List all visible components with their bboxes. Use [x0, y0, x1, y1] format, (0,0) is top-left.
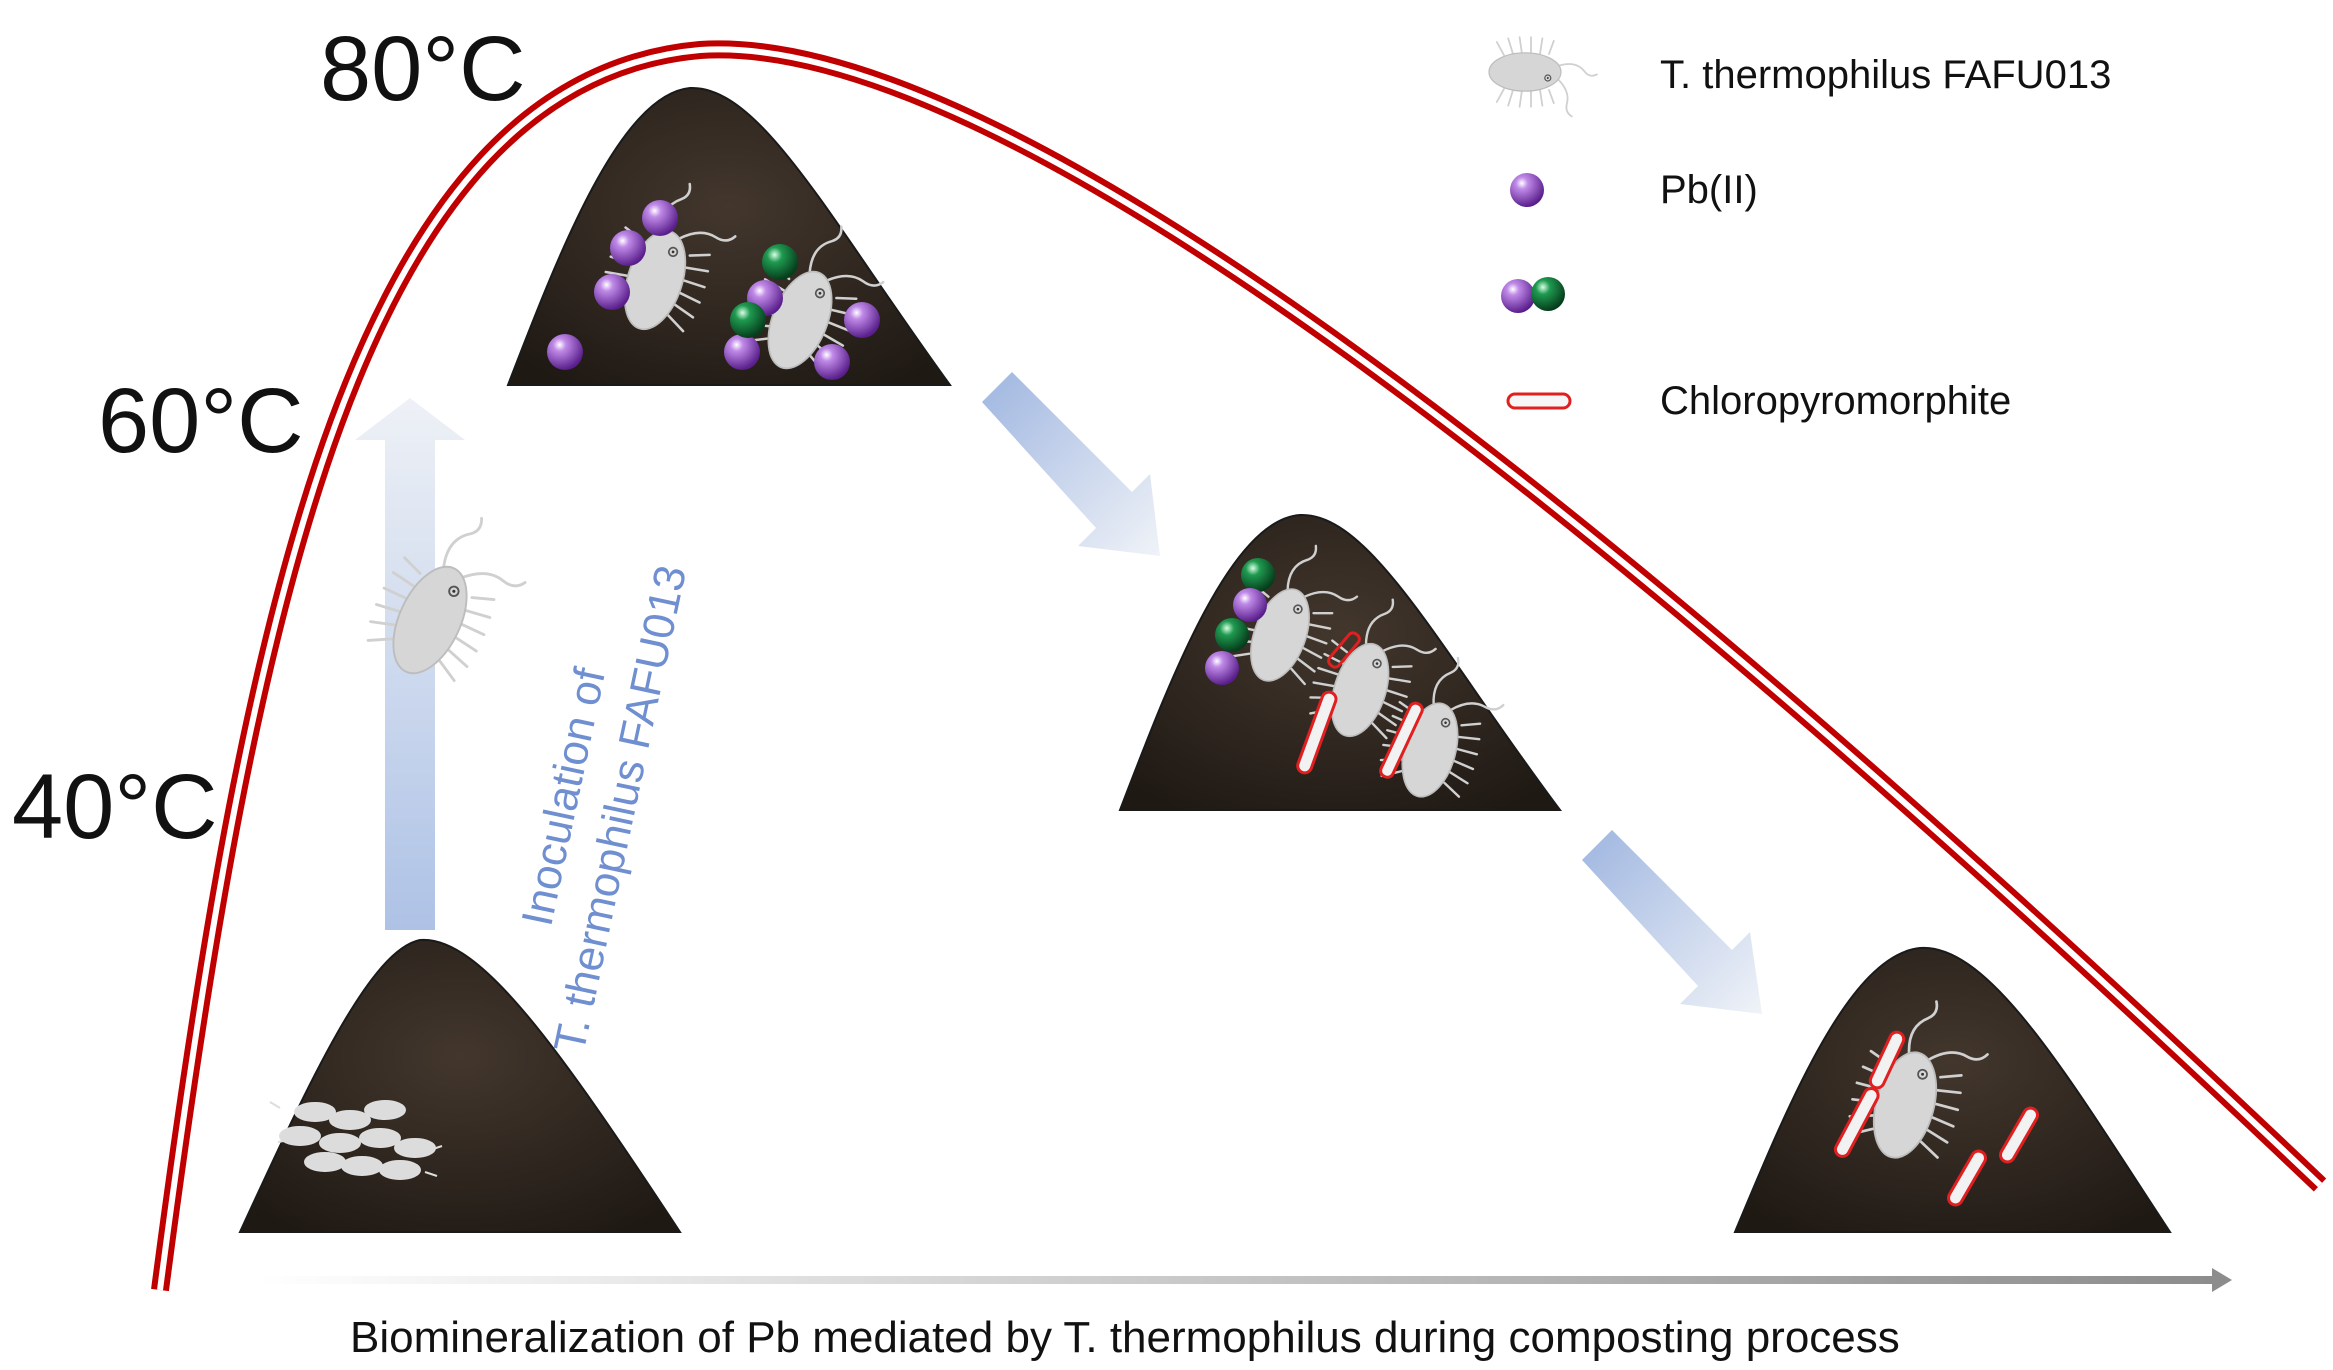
- temperature-80-label: 80°C: [320, 18, 526, 120]
- legend-bacterium-label: T. thermophilus FAFU013: [1660, 53, 2111, 97]
- crystals-mature: [1833, 1030, 2039, 1207]
- native-bacteria-cluster: [269, 1100, 443, 1180]
- pb-ions-thermophilic: [547, 200, 880, 380]
- compost-mound-initial: [238, 938, 682, 1233]
- temperature-40-label: 40°C: [12, 756, 218, 858]
- legend: T. thermophilus FAFU013 Pb(II) Chloropyr…: [1488, 36, 2111, 423]
- temperature-60-label: 60°C: [98, 370, 304, 472]
- compost-mound-mature: [1733, 946, 2172, 1233]
- compost-mound-cooling: [1118, 513, 1562, 813]
- time-axis-arrow: [255, 1268, 2232, 1292]
- compost-mound-thermophilic: [506, 86, 952, 393]
- legend-crystal-icon: [1506, 392, 1572, 410]
- legend-bacterium-icon: [1488, 36, 1598, 118]
- diagram-caption: Biomineralization of Pb mediated by T. t…: [350, 1313, 1900, 1362]
- inoculated-bacterium-icon: [354, 491, 544, 703]
- ions-cooling: [1205, 558, 1275, 685]
- legend-pb-label: Pb(II): [1660, 168, 1758, 212]
- legend-pb-icon: [1510, 173, 1544, 207]
- legend-crystal-label: Chloropyromorphite: [1660, 379, 2011, 423]
- process-arrow-2: [1582, 830, 1762, 1014]
- process-arrow-1: [982, 372, 1160, 556]
- temperature-curve: [151, 40, 2327, 1292]
- legend-complex-icon: [1501, 277, 1565, 313]
- crystals-cooling: [1296, 631, 1424, 779]
